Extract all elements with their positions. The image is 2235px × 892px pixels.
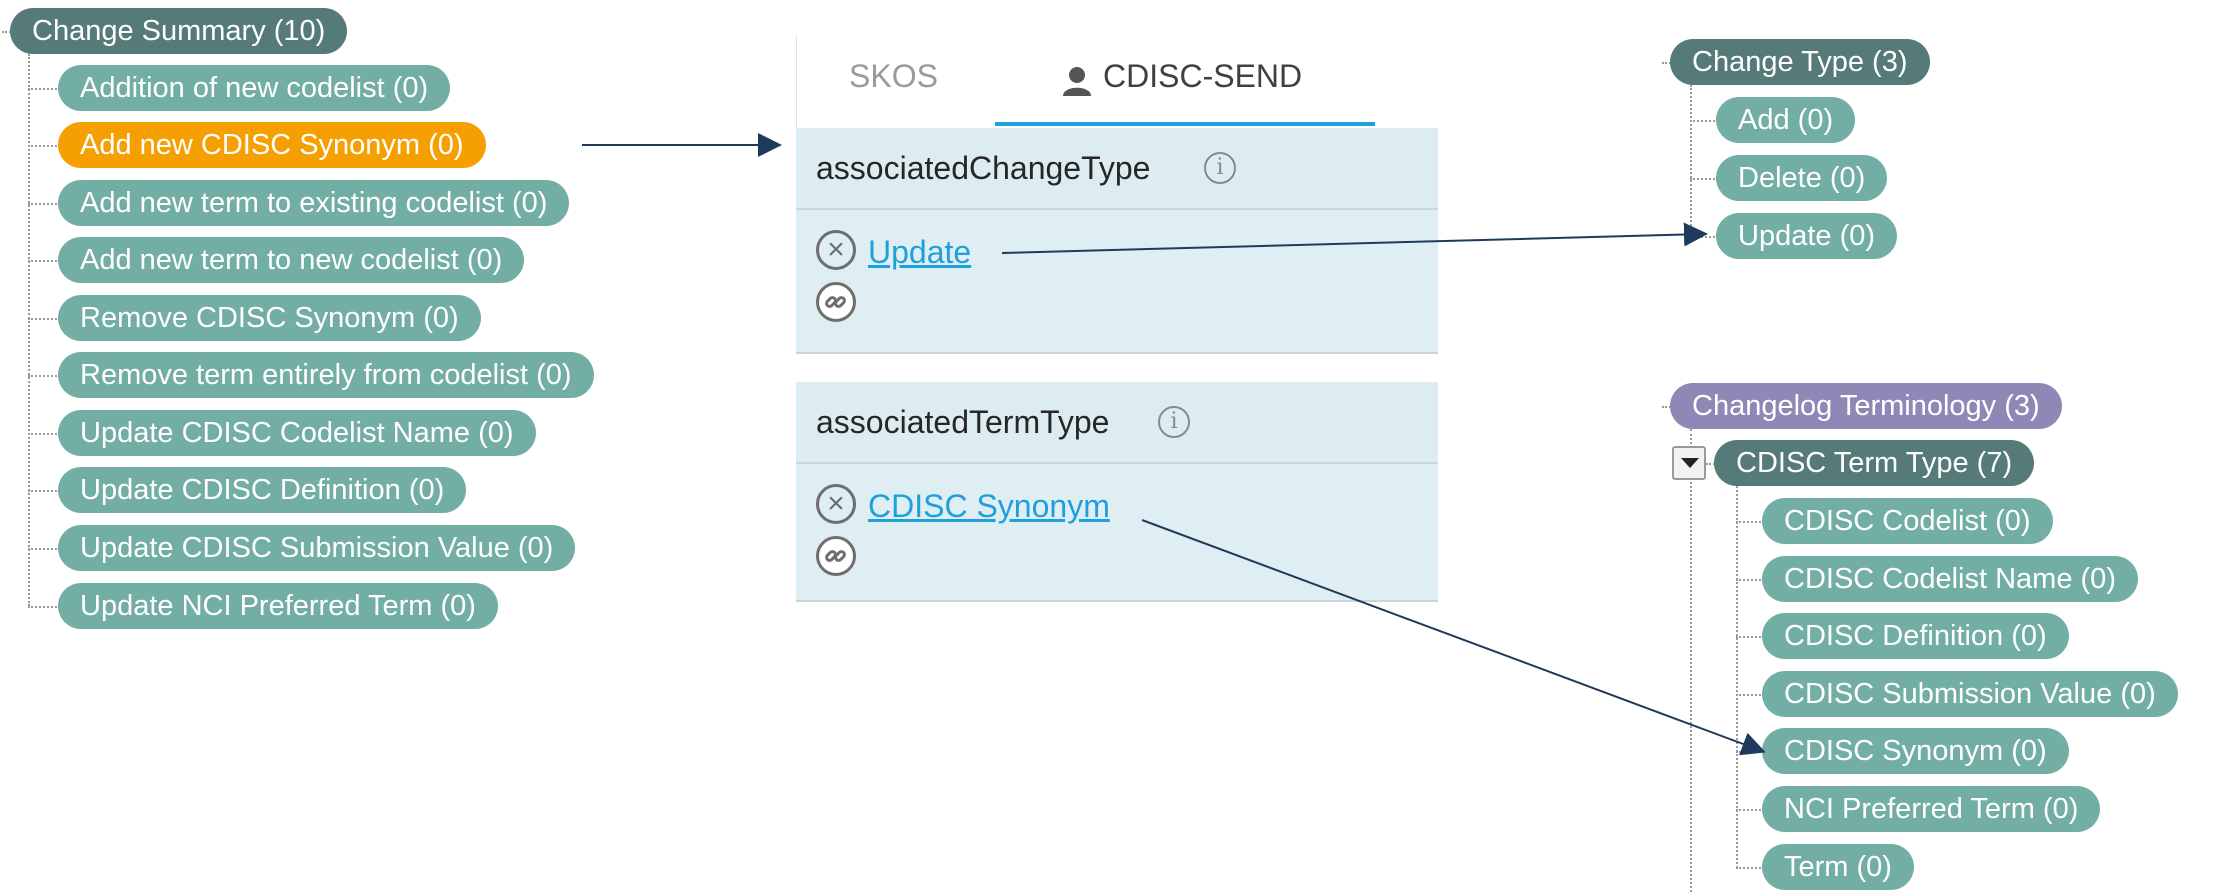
tree-connector	[1736, 521, 1764, 523]
info-icon[interactable]: i	[1158, 406, 1190, 438]
link-icon[interactable]	[816, 536, 856, 576]
node-nci-preferred-term[interactable]: NCI Preferred Term (0)	[1762, 786, 2101, 832]
tree-connector	[28, 318, 60, 320]
node-add[interactable]: Add (0)	[1716, 97, 1856, 143]
property-name: associatedChangeType	[816, 150, 1151, 186]
property-value-associated-change-type: × Update	[796, 210, 1438, 354]
tab-cdisc-send[interactable]: CDISC-SEND	[1103, 58, 1303, 94]
node-term[interactable]: Term (0)	[1762, 844, 1914, 890]
tree-connector	[28, 54, 30, 606]
node-cdisc-synonym[interactable]: CDISC Synonym (0)	[1762, 728, 2069, 774]
link-icon[interactable]	[816, 282, 856, 322]
tree-connector	[28, 375, 60, 377]
property-name: associatedTermType	[816, 404, 1110, 440]
tree-connector	[28, 260, 60, 262]
node-cdisc-definition[interactable]: CDISC Definition (0)	[1762, 613, 2069, 659]
tree-connector	[1690, 85, 1692, 237]
node-delete[interactable]: Delete (0)	[1716, 155, 1888, 201]
tree-connector	[28, 490, 60, 492]
tree-connector	[2, 31, 14, 33]
node-add-new-cdisc-synonym[interactable]: Add new CDISC Synonym (0)	[58, 122, 486, 168]
property-value-associated-term-type: × CDISC Synonym	[796, 464, 1438, 602]
panel-tabs: SKOS CDISC-SEND	[796, 36, 1438, 128]
property-panel: SKOS CDISC-SEND associatedChangeType i ×…	[796, 36, 1438, 602]
value-link-cdisc-synonym[interactable]: CDISC Synonym	[868, 488, 1110, 524]
node-add-new-term-to-new-codelist[interactable]: Add new term to new codelist (0)	[58, 237, 525, 283]
node-remove-cdisc-synonym[interactable]: Remove CDISC Synonym (0)	[58, 295, 481, 341]
value-link-update[interactable]: Update	[868, 234, 972, 270]
tree-connector	[1662, 406, 1674, 408]
tree-connector	[28, 433, 60, 435]
collapse-toggle-icon[interactable]	[1672, 446, 1706, 480]
tree-connector	[1736, 809, 1764, 811]
remove-value-icon[interactable]: ×	[816, 484, 856, 524]
node-update-cdisc-submission-value[interactable]: Update CDISC Submission Value (0)	[58, 525, 576, 571]
remove-value-icon[interactable]: ×	[816, 230, 856, 270]
user-icon	[1063, 67, 1091, 96]
tree-connector	[28, 203, 60, 205]
tree-connector	[28, 145, 60, 147]
node-cdisc-submission-value[interactable]: CDISC Submission Value (0)	[1762, 671, 2178, 717]
tree-connector	[1662, 62, 1674, 64]
tree-connector	[1690, 178, 1718, 180]
tree-connector	[1690, 429, 1692, 892]
node-remove-term-entirely[interactable]: Remove term entirely from codelist (0)	[58, 352, 594, 398]
property-header-associated-change-type: associatedChangeType i	[796, 128, 1438, 210]
node-update-nci-preferred-term[interactable]: Update NCI Preferred Term (0)	[58, 583, 498, 629]
active-tab-indicator	[995, 122, 1375, 126]
tree-connector	[28, 606, 60, 608]
tree-connector	[1736, 486, 1738, 868]
arrow-synonym-to-term-type	[1141, 519, 1766, 756]
info-icon[interactable]: i	[1204, 152, 1236, 184]
node-cdisc-codelist-name[interactable]: CDISC Codelist Name (0)	[1762, 556, 2138, 602]
tab-skos[interactable]: SKOS	[849, 58, 938, 94]
node-update-cdisc-definition[interactable]: Update CDISC Definition (0)	[58, 467, 467, 513]
node-add-new-term-to-existing-codelist[interactable]: Add new term to existing codelist (0)	[58, 180, 570, 226]
node-update[interactable]: Update (0)	[1716, 213, 1898, 259]
tree-connector	[1706, 463, 1718, 465]
change-summary-root-node[interactable]: Change Summary (10)	[10, 8, 348, 54]
node-update-cdisc-codelist-name[interactable]: Update CDISC Codelist Name (0)	[58, 410, 536, 456]
tree-connector	[1690, 120, 1718, 122]
tree-connector	[1736, 636, 1764, 638]
node-cdisc-codelist[interactable]: CDISC Codelist (0)	[1762, 498, 2053, 544]
change-type-root-node[interactable]: Change Type (3)	[1670, 39, 1930, 85]
tree-connector	[1736, 694, 1764, 696]
tree-connector	[28, 88, 60, 90]
tree-connector	[1736, 579, 1764, 581]
tree-connector	[28, 548, 60, 550]
tree-connector	[1736, 867, 1764, 869]
arrow-update-to-change-type	[1001, 222, 1708, 254]
node-addition-of-new-codelist[interactable]: Addition of new codelist (0)	[58, 65, 451, 111]
changelog-terminology-root-node[interactable]: Changelog Terminology (3)	[1670, 383, 2062, 429]
cdisc-term-type-node[interactable]: CDISC Term Type (7)	[1714, 440, 2035, 486]
property-header-associated-term-type: associatedTermType i	[796, 382, 1438, 464]
